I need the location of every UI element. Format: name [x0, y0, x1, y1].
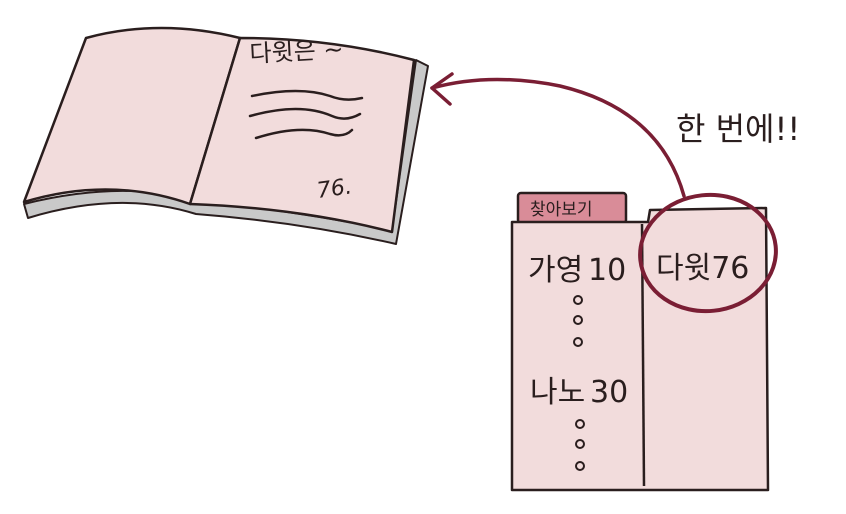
index-highlighted-entry: 다윗76 — [656, 251, 749, 286]
book-scribble-line-3 — [254, 128, 354, 140]
ellipsis-dot — [573, 337, 583, 347]
callout-text: 한 번에!! — [676, 110, 800, 148]
index-entry-page-2: 30 — [590, 375, 628, 410]
book-scribble-line-1 — [250, 89, 364, 101]
highlight-circle — [638, 192, 778, 314]
index-card: 찾아보기 가영 10 나노 30 다윗76 — [510, 191, 770, 492]
ellipsis-dot — [573, 315, 583, 325]
ellipsis-dot — [575, 439, 585, 449]
book-right-page — [188, 36, 416, 234]
arrowhead-icon — [430, 72, 454, 106]
book-heading: 다윗은 ~ — [249, 35, 344, 68]
index-entry-page-1: 10 — [588, 253, 626, 288]
ellipsis-dot — [575, 461, 585, 471]
book-scribble-line-2 — [248, 107, 362, 120]
index-card-body — [510, 206, 770, 492]
book-spine — [189, 37, 241, 205]
book-page-number: 76. — [315, 174, 353, 204]
open-book: 다윗은 ~ 76. — [22, 26, 429, 245]
index-tab-label: 찾아보기 — [530, 200, 593, 220]
ellipsis-dot — [575, 419, 585, 429]
index-entry-name-2: 나노 — [530, 375, 585, 410]
ellipsis-dot — [573, 295, 583, 305]
index-entry-name-1: 가영 — [528, 253, 583, 288]
pointer-arrow — [430, 77, 686, 198]
